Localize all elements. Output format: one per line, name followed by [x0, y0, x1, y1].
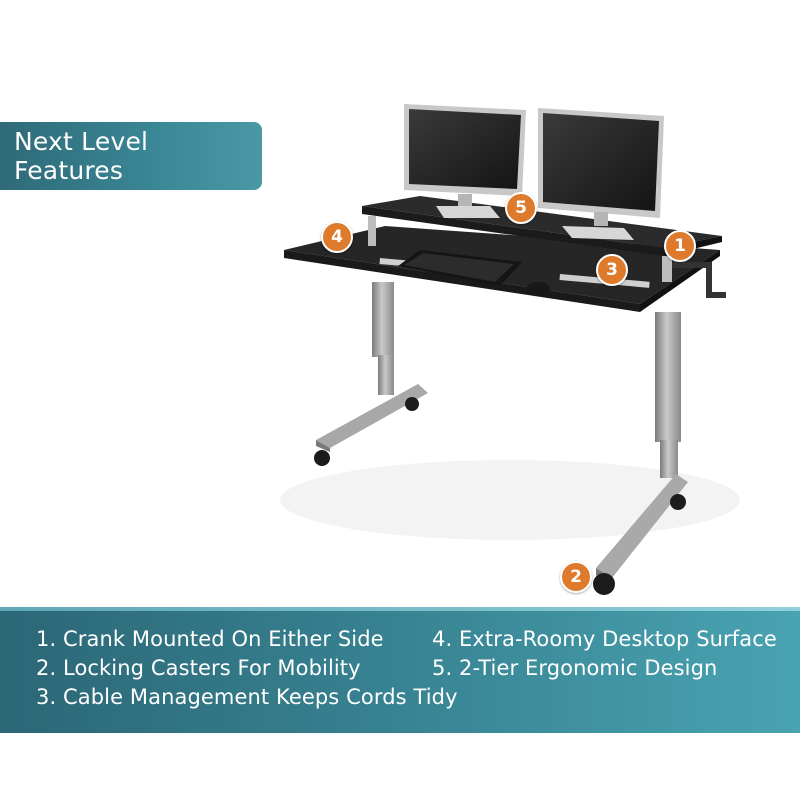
feature-4: 4. Extra-Roomy Desktop Surface [432, 627, 777, 651]
feature-2: 2. Locking Casters For Mobility [36, 656, 361, 680]
left-leg [314, 282, 428, 466]
crank-handle [672, 262, 726, 298]
badge-2: 2 [560, 561, 592, 593]
standing-desk-illustration [280, 104, 740, 595]
mouse [526, 282, 550, 296]
feature-3: 3. Cable Management Keeps Cords Tidy [36, 685, 458, 709]
left-front-caster [314, 450, 330, 466]
right-back-caster [670, 494, 686, 510]
badge-5: 5 [505, 192, 537, 224]
right-monitor [538, 108, 664, 240]
page-title: Next Level Features [14, 127, 149, 185]
left-monitor [404, 104, 526, 218]
keyboard-keys [404, 253, 514, 282]
band-top-line [0, 607, 800, 611]
badge-1: 1 [664, 230, 696, 262]
right-leg [593, 312, 688, 595]
left-back-caster [405, 397, 419, 411]
floor-shadow [280, 460, 740, 540]
feature-1: 1. Crank Mounted On Either Side [36, 627, 384, 651]
features-band: 1. Crank Mounted On Either Side 2. Locki… [0, 607, 800, 733]
feature-5: 5. 2-Tier Ergonomic Design [432, 656, 718, 680]
title-banner: Next Level Features [0, 122, 262, 190]
badge-3: 3 [596, 254, 628, 286]
right-front-caster [593, 573, 615, 595]
badge-4: 4 [321, 221, 353, 253]
